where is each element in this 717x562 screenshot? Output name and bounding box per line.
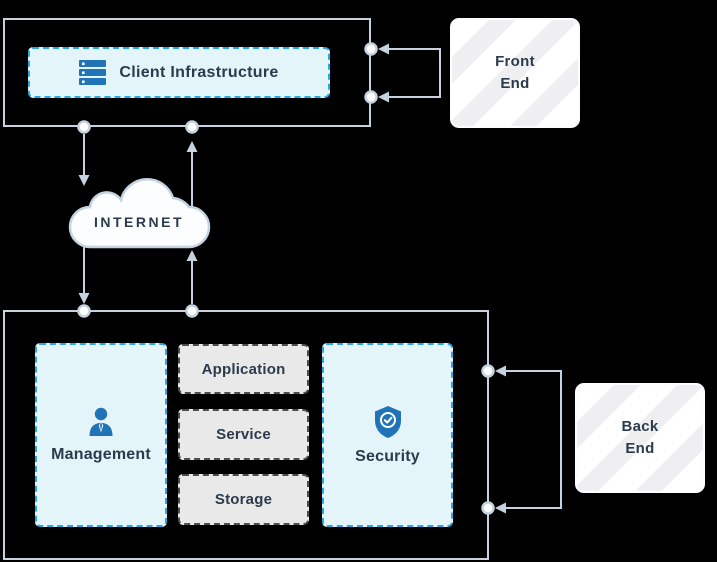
arrowhead-up-to-client: [186, 141, 198, 152]
person-icon: [87, 407, 115, 437]
front-end-label-line2: End: [500, 75, 530, 92]
shield-check-icon: [372, 405, 404, 439]
front-end-label-line1: Front: [495, 52, 535, 70]
security-label: Security: [355, 447, 420, 465]
application-label: Application: [201, 360, 286, 378]
arrowhead-down-to-cloud: [78, 175, 90, 186]
client-infrastructure-label: Client Infrastructure: [119, 63, 279, 81]
storage-label: Storage: [214, 491, 273, 508]
arrowhead-backend-bottom: [495, 502, 506, 514]
node-back-end: Back End: [575, 383, 705, 493]
server-icon: [79, 60, 107, 85]
management-label: Management: [51, 445, 151, 463]
backend-group-box: [3, 310, 489, 560]
node-service: Service: [178, 409, 309, 460]
arrowhead-backend-top: [495, 365, 506, 377]
service-label: Service: [216, 426, 271, 443]
node-application: Application: [178, 344, 309, 394]
arrowhead-up-to-cloud: [186, 250, 198, 261]
node-storage: Storage: [178, 474, 309, 525]
internet-label: INTERNET: [94, 214, 184, 230]
front-end-label: Front End: [495, 51, 535, 96]
connector-backend-bracket: [503, 370, 562, 509]
back-end-label: Back End: [621, 416, 658, 461]
node-client-infrastructure: Client Infrastructure: [28, 47, 330, 98]
node-management: Management: [35, 343, 167, 527]
connector-frontend-bracket: [388, 48, 441, 98]
node-security: Security: [322, 343, 453, 527]
back-end-label-line1: Back: [621, 417, 659, 435]
arrowhead-down-to-backend: [78, 293, 90, 304]
node-front-end: Front End: [450, 18, 580, 128]
arrowhead-left-bottom: [378, 91, 389, 103]
back-end-label-line2: End: [625, 440, 655, 457]
arrowhead-left-top: [378, 43, 389, 55]
